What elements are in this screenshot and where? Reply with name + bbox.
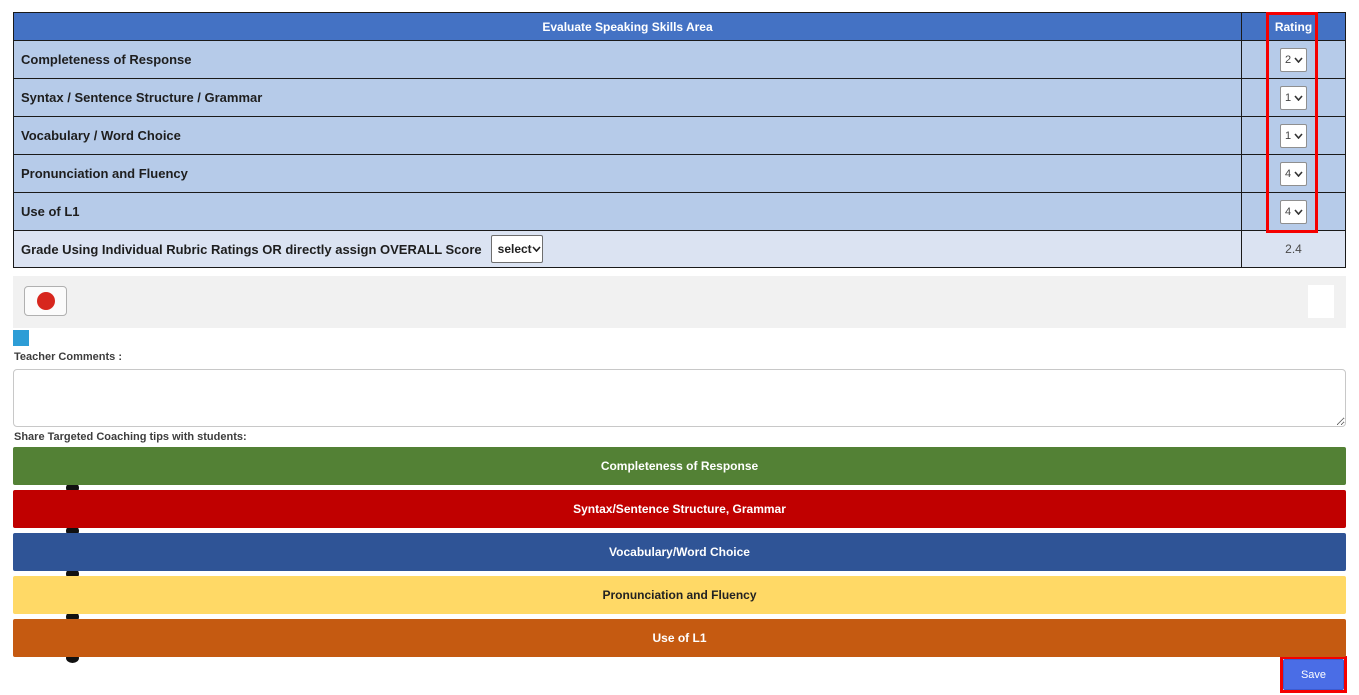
skill-label: Vocabulary / Word Choice bbox=[14, 117, 1242, 155]
record-button[interactable] bbox=[24, 286, 67, 316]
rating-select-completeness[interactable]: 2 bbox=[1280, 48, 1307, 72]
rating-header: Rating bbox=[1242, 13, 1346, 41]
coaching-tips-label: Share Targeted Coaching tips with studen… bbox=[14, 431, 247, 443]
area-header: Evaluate Speaking Skills Area bbox=[14, 13, 1242, 41]
chevron-down-icon bbox=[1294, 209, 1303, 215]
chevron-down-icon bbox=[1294, 57, 1303, 63]
overall-score-value: 2.4 bbox=[1242, 231, 1346, 268]
grade-row-label: Grade Using Individual Rubric Ratings OR… bbox=[21, 242, 482, 257]
skill-label: Syntax / Sentence Structure / Grammar bbox=[14, 79, 1242, 117]
rating-select-use-of-l1[interactable]: 4 bbox=[1280, 200, 1307, 224]
table-header-row: Evaluate Speaking Skills Area Rating bbox=[14, 13, 1346, 41]
tip-bar-completeness[interactable]: Completeness of Response bbox=[13, 447, 1346, 485]
tip-bar-syntax[interactable]: Syntax/Sentence Structure, Grammar bbox=[13, 490, 1346, 528]
table-row: Syntax / Sentence Structure / Grammar 1 bbox=[14, 79, 1346, 117]
recorder-strip bbox=[13, 276, 1346, 328]
overall-score-select[interactable]: select bbox=[491, 235, 543, 263]
skill-label: Completeness of Response bbox=[14, 41, 1242, 79]
chevron-down-icon bbox=[1294, 171, 1303, 177]
skill-label: Use of L1 bbox=[14, 193, 1242, 231]
coaching-tips-list: Completeness of Response Syntax/Sentence… bbox=[13, 447, 1346, 662]
blue-square-indicator[interactable] bbox=[13, 330, 29, 346]
skill-label: Pronunciation and Fluency bbox=[14, 155, 1242, 193]
grade-row: Grade Using Individual Rubric Ratings OR… bbox=[14, 231, 1346, 268]
chevron-down-icon bbox=[532, 246, 541, 252]
tip-bar-pronunciation[interactable]: Pronunciation and Fluency bbox=[13, 576, 1346, 614]
save-button[interactable]: Save bbox=[1283, 659, 1344, 690]
rating-select-pronunciation[interactable]: 4 bbox=[1280, 162, 1307, 186]
tip-bar-use-of-l1[interactable]: Use of L1 bbox=[13, 619, 1346, 657]
teacher-comments-input[interactable] bbox=[13, 369, 1346, 427]
rubric-table: Evaluate Speaking Skills Area Rating Com… bbox=[13, 12, 1346, 268]
table-row: Use of L1 4 bbox=[14, 193, 1346, 231]
table-row: Vocabulary / Word Choice 1 bbox=[14, 117, 1346, 155]
rating-select-vocabulary[interactable]: 1 bbox=[1280, 124, 1307, 148]
teacher-comments-label: Teacher Comments : bbox=[14, 351, 122, 363]
record-icon bbox=[37, 292, 55, 310]
tip-bar-vocabulary[interactable]: Vocabulary/Word Choice bbox=[13, 533, 1346, 571]
table-row: Completeness of Response 2 bbox=[14, 41, 1346, 79]
table-row: Pronunciation and Fluency 4 bbox=[14, 155, 1346, 193]
rating-select-syntax[interactable]: 1 bbox=[1280, 86, 1307, 110]
save-button-highlight: Save bbox=[1280, 656, 1347, 693]
chevron-down-icon bbox=[1294, 133, 1303, 139]
recorder-placeholder-box bbox=[1308, 285, 1334, 318]
chevron-down-icon bbox=[1294, 95, 1303, 101]
